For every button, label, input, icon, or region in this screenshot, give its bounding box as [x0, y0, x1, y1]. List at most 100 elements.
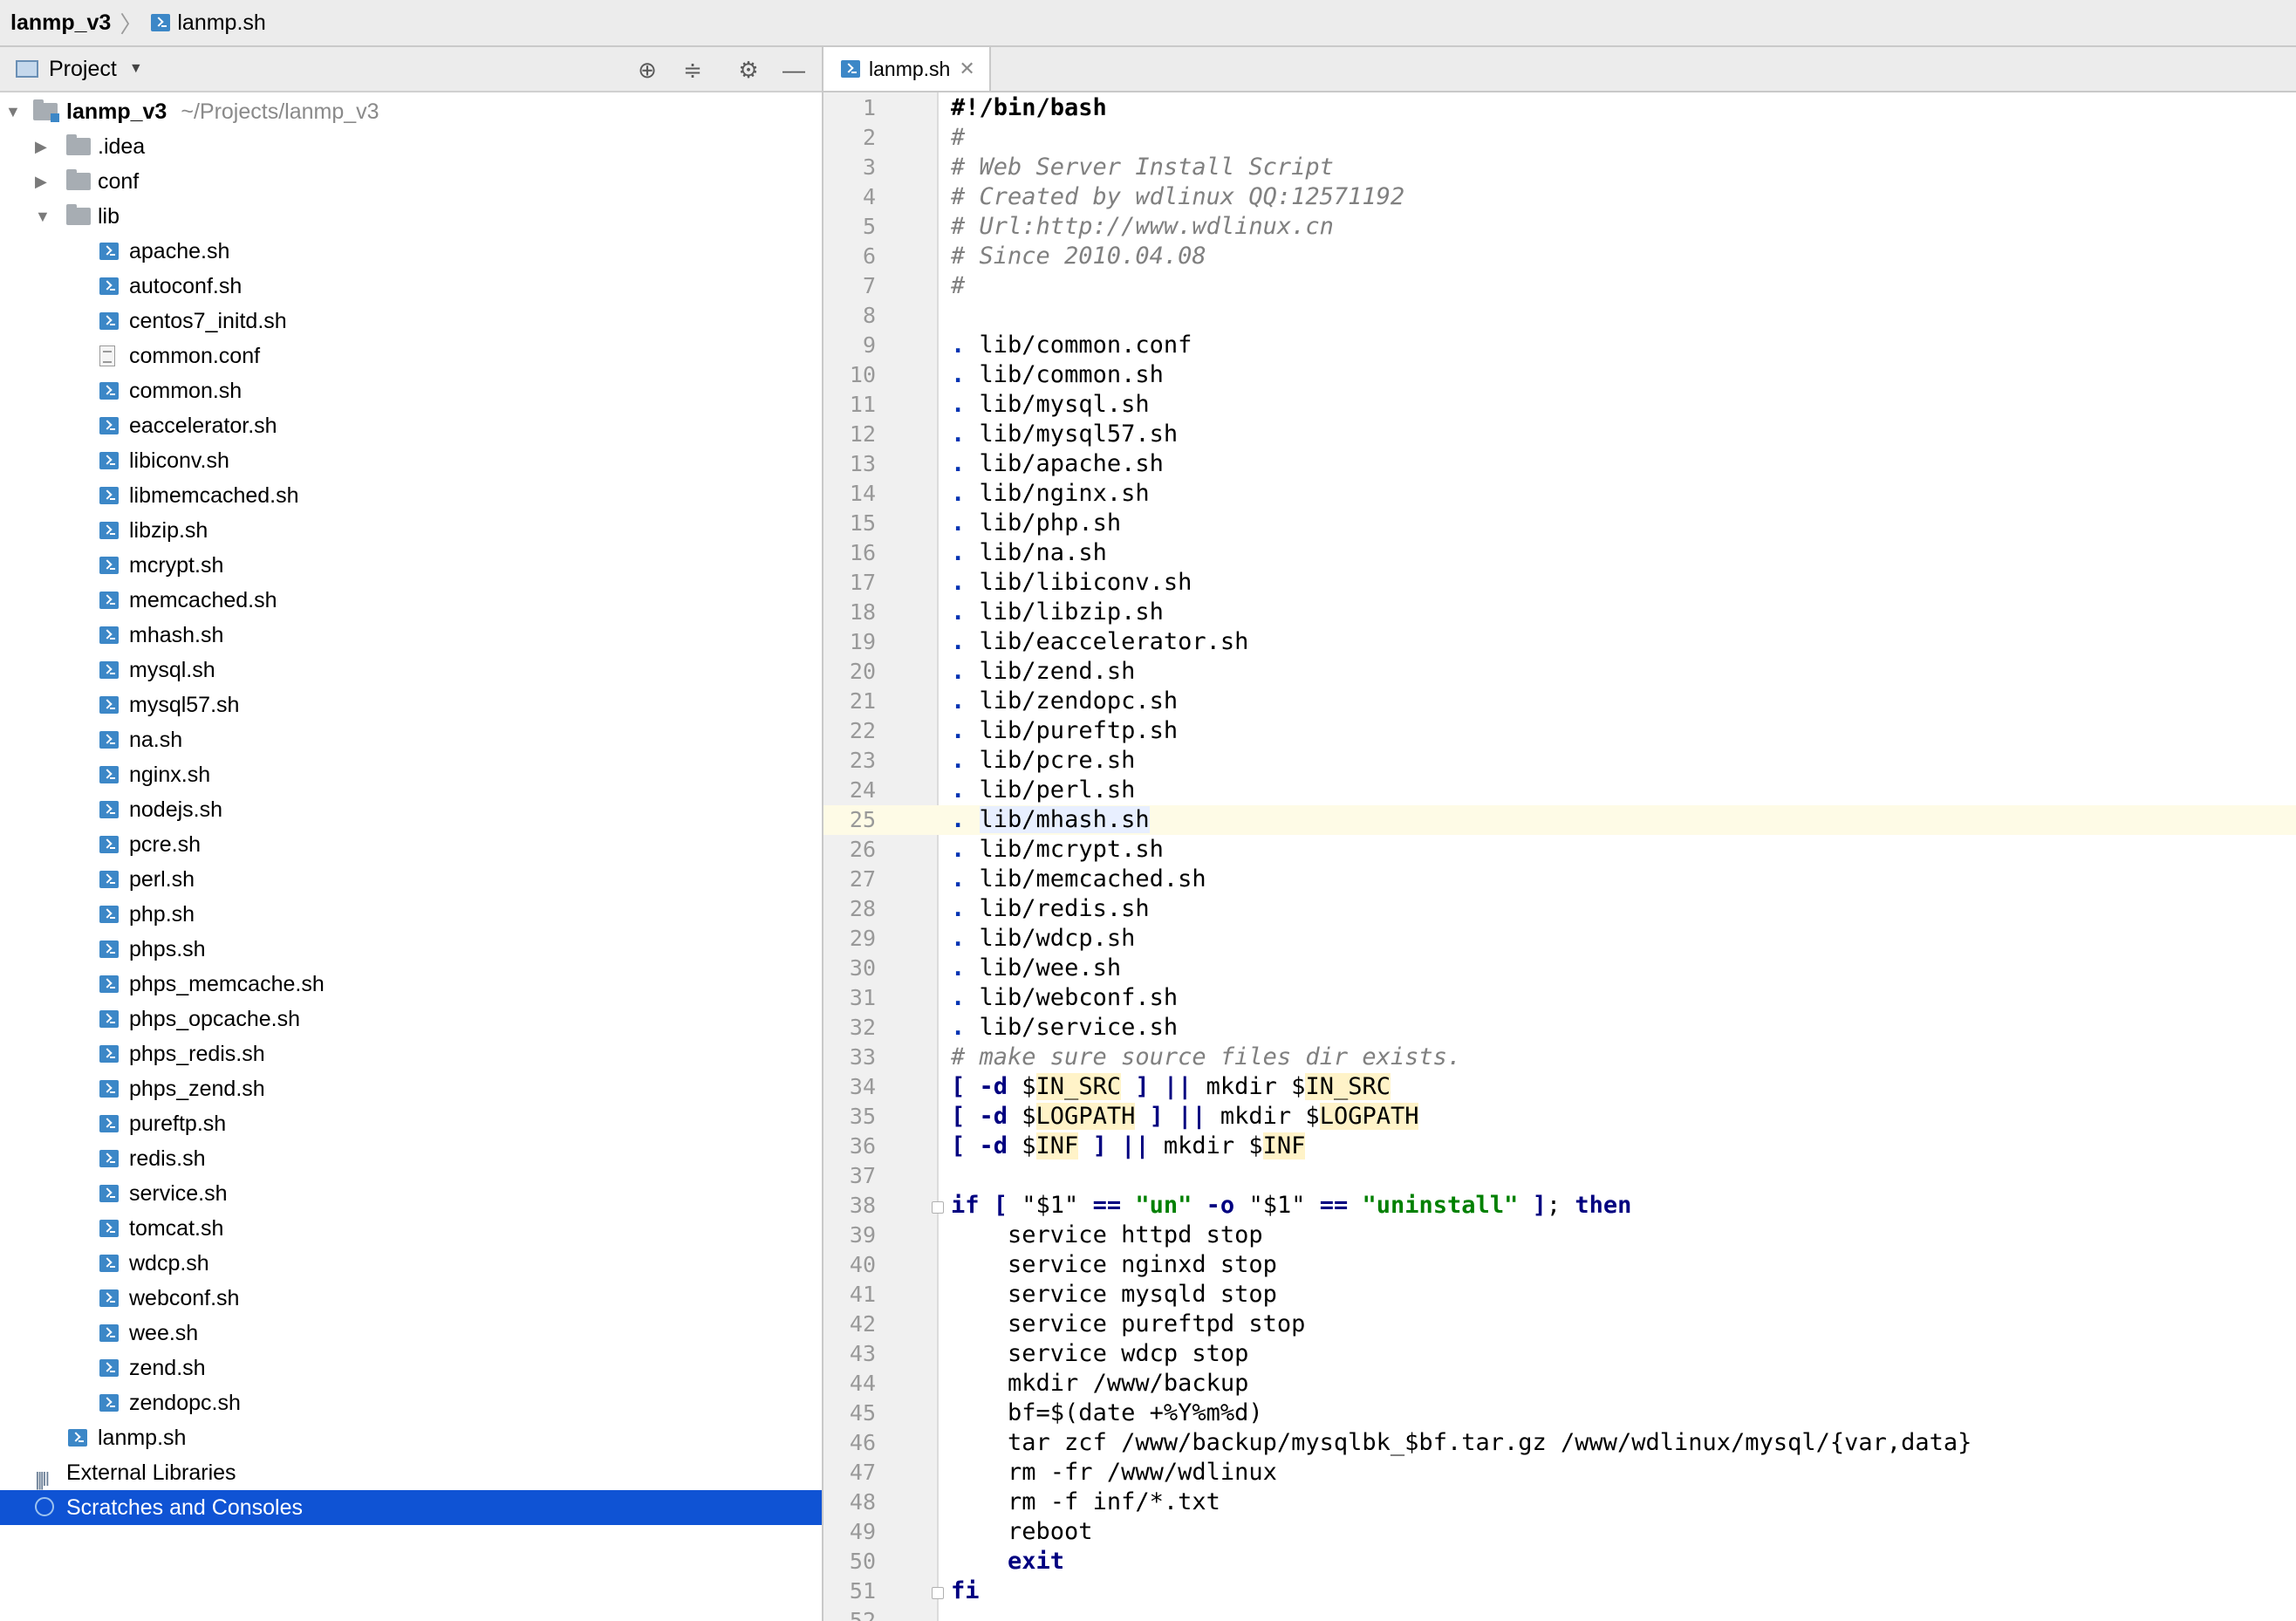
code-line[interactable]: . lib/webconf.sh — [951, 983, 1178, 1013]
code-line[interactable]: . lib/php.sh — [951, 509, 1121, 538]
code-line[interactable]: . lib/nginx.sh — [951, 479, 1150, 509]
tree-item-file[interactable]: common.sh — [0, 373, 822, 408]
code-line[interactable]: mkdir /www/backup — [951, 1369, 1248, 1399]
tree-item-file[interactable]: zend.sh — [0, 1351, 822, 1385]
tree-item-file[interactable]: libzip.sh — [0, 513, 822, 548]
tree-item-file[interactable]: perl.sh — [0, 862, 822, 897]
code-line[interactable]: # Url:http://www.wdlinux.cn — [951, 212, 1334, 242]
tree-item-external-libraries[interactable]: |||‖External Libraries — [0, 1455, 822, 1490]
breadcrumb-file[interactable]: lanmp.sh — [177, 10, 266, 35]
gear-icon[interactable]: ⚙ — [738, 57, 759, 83]
locate-file-icon[interactable]: ⊕ — [638, 57, 657, 83]
tree-item-file[interactable]: common.conf — [0, 339, 822, 373]
tree-item-file[interactable]: wdcp.sh — [0, 1246, 822, 1281]
tree-item-file[interactable]: eaccelerator.sh — [0, 408, 822, 443]
code-line[interactable]: . lib/mysql.sh — [951, 390, 1150, 420]
tree-item-conf[interactable]: ▶conf — [0, 164, 822, 199]
code-line[interactable]: # — [951, 123, 965, 153]
tree-item-file[interactable]: mysql57.sh — [0, 687, 822, 722]
tree-item-file[interactable]: redis.sh — [0, 1141, 822, 1176]
code-line[interactable]: . lib/zend.sh — [951, 657, 1135, 687]
tree-item-idea[interactable]: ▶.idea — [0, 129, 822, 164]
tree-item-file[interactable]: phps_memcache.sh — [0, 967, 822, 1002]
tree-item-file[interactable]: service.sh — [0, 1176, 822, 1211]
code-line[interactable]: tar zcf /www/backup/mysqlbk_$bf.tar.gz /… — [951, 1428, 1971, 1458]
tree-item-file[interactable]: memcached.sh — [0, 583, 822, 618]
tree-item-file[interactable]: mcrypt.sh — [0, 548, 822, 583]
code-line[interactable]: bf=$(date +%Y%m%d) — [951, 1399, 1263, 1428]
code-line[interactable]: #!/bin/bash — [951, 93, 1107, 123]
tree-item-scratches[interactable]: Scratches and Consoles — [0, 1490, 822, 1525]
expand-arrow-down-icon[interactable]: ▼ — [35, 208, 51, 225]
tree-item-file[interactable]: autoconf.sh — [0, 269, 822, 304]
tree-item-file[interactable]: pureftp.sh — [0, 1106, 822, 1141]
tree-item-file[interactable]: apache.sh — [0, 234, 822, 269]
code-line[interactable]: # Created by wdlinux QQ:12571192 — [951, 182, 1404, 212]
tree-item-file[interactable]: nginx.sh — [0, 757, 822, 792]
code-line[interactable]: . lib/pureftp.sh — [951, 716, 1178, 746]
code-line[interactable]: [ -d $LOGPATH ] || mkdir $LOGPATH — [951, 1103, 1419, 1130]
editor-tab-lanmp-sh[interactable]: lanmp.sh ✕ — [823, 47, 991, 91]
code-line[interactable]: reboot — [951, 1517, 1093, 1547]
fold-marker-icon[interactable] — [932, 1201, 944, 1214]
code-line[interactable]: service mysqld stop — [951, 1280, 1277, 1310]
code-line[interactable]: . lib/perl.sh — [951, 776, 1135, 805]
code-line[interactable]: service wdcp stop — [951, 1339, 1248, 1369]
expand-arrow-down-icon[interactable]: ▼ — [5, 103, 21, 120]
tree-item-file[interactable]: phps_redis.sh — [0, 1036, 822, 1071]
code-line[interactable]: rm -fr /www/wdlinux — [951, 1458, 1277, 1488]
breadcrumb-project[interactable]: lanmp_v3 — [10, 10, 112, 35]
close-icon[interactable]: ✕ — [959, 58, 975, 79]
tree-item-file[interactable]: wee.sh — [0, 1316, 822, 1351]
tree-item-file[interactable]: zendopc.sh — [0, 1385, 822, 1420]
code-line[interactable]: # — [951, 271, 965, 301]
code-line[interactable]: . lib/service.sh — [951, 1013, 1178, 1043]
code-line[interactable]: . lib/mhash.sh — [951, 805, 1150, 835]
code-line[interactable]: # make sure source files dir exists. — [951, 1043, 1461, 1072]
hide-panel-icon[interactable]: — — [782, 57, 805, 83]
code-line[interactable]: . lib/common.sh — [951, 360, 1164, 390]
tree-item-file[interactable]: mhash.sh — [0, 618, 822, 653]
fold-marker-icon[interactable] — [932, 1587, 944, 1599]
project-view-selector[interactable]: Project — [49, 56, 117, 81]
tree-item-file[interactable]: pcre.sh — [0, 827, 822, 862]
collapse-all-icon[interactable]: ≑ — [683, 57, 702, 83]
code-line[interactable]: . lib/redis.sh — [951, 894, 1150, 924]
tree-item-file[interactable]: nodejs.sh — [0, 792, 822, 827]
tree-item-file[interactable]: phps_opcache.sh — [0, 1002, 822, 1036]
tree-item-file[interactable]: centos7_initd.sh — [0, 304, 822, 339]
tree-item-file[interactable]: webconf.sh — [0, 1281, 822, 1316]
code-line[interactable]: . lib/libiconv.sh — [951, 568, 1192, 598]
code-line[interactable]: [ -d $IN_SRC ] || mkdir $IN_SRC — [951, 1073, 1391, 1100]
code-line[interactable]: . lib/na.sh — [951, 538, 1107, 568]
expand-arrow-right-icon[interactable]: ▶ — [35, 173, 47, 190]
code-line[interactable]: . lib/wdcp.sh — [951, 924, 1135, 954]
code-line[interactable]: service httpd stop — [951, 1221, 1263, 1250]
code-line[interactable]: . lib/eaccelerator.sh — [951, 627, 1248, 657]
code-line[interactable]: service nginxd stop — [951, 1250, 1277, 1280]
code-line[interactable]: . lib/mysql57.sh — [951, 420, 1178, 449]
tree-item-file[interactable]: php.sh — [0, 897, 822, 932]
code-line[interactable]: if [ "$1" == "un" -o "$1" == "uninstall"… — [951, 1192, 1632, 1219]
code-line[interactable]: # Since 2010.04.08 — [951, 242, 1206, 271]
tree-item-file[interactable]: mysql.sh — [0, 653, 822, 687]
tree-item-file[interactable]: na.sh — [0, 722, 822, 757]
tree-item-file[interactable]: libmemcached.sh — [0, 478, 822, 513]
code-line[interactable]: [ -d $INF ] || mkdir $INF — [951, 1132, 1306, 1159]
tree-item-file[interactable]: libiconv.sh — [0, 443, 822, 478]
chevron-down-icon[interactable]: ▼ — [128, 61, 143, 76]
tree-item-lib[interactable]: ▼lib — [0, 199, 822, 234]
code-line[interactable]: . lib/common.conf — [951, 331, 1192, 360]
tree-item-file[interactable]: phps.sh — [0, 932, 822, 967]
code-line[interactable]: . lib/memcached.sh — [951, 865, 1206, 894]
code-line[interactable]: rm -f inf/*.txt — [951, 1488, 1220, 1517]
code-line[interactable]: . lib/wee.sh — [951, 954, 1121, 983]
tree-item-root-file[interactable]: lanmp.sh — [0, 1420, 822, 1455]
expand-arrow-right-icon[interactable]: ▶ — [35, 138, 47, 155]
code-line[interactable]: . lib/apache.sh — [951, 449, 1164, 479]
code-line[interactable]: . lib/libzip.sh — [951, 598, 1164, 627]
code-line[interactable]: . lib/pcre.sh — [951, 746, 1135, 776]
code-line[interactable]: fi — [951, 1577, 980, 1606]
tree-item-file[interactable]: tomcat.sh — [0, 1211, 822, 1246]
